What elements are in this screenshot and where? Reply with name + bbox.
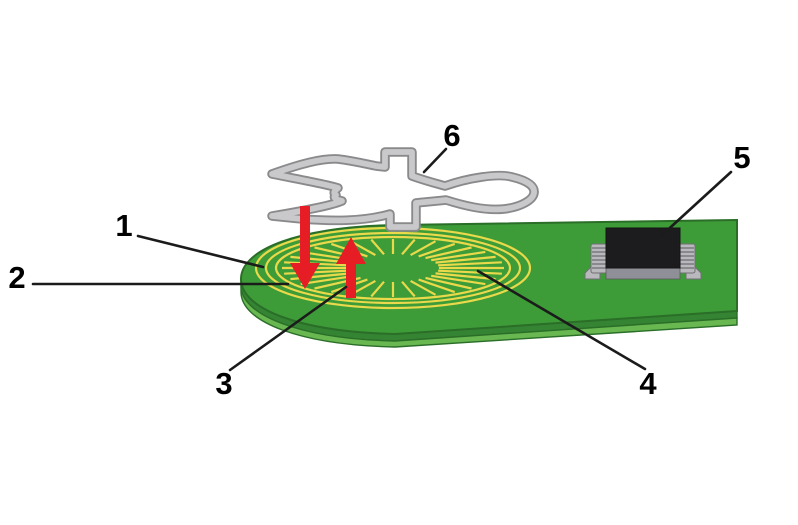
chip-body <box>605 227 681 269</box>
callout-label-3: 3 <box>215 366 232 401</box>
leader-line-6 <box>422 147 448 174</box>
leader-line-1 <box>136 234 265 269</box>
pcb-side-lower-band <box>240 285 738 348</box>
metal-clip-target <box>267 147 539 232</box>
leader-line-5 <box>659 170 733 238</box>
callout-label-1: 1 <box>115 208 132 243</box>
callout-label-4: 4 <box>639 366 657 401</box>
callout-labels: 1 2 3 4 5 6 <box>8 118 750 401</box>
callout-label-5: 5 <box>733 140 750 175</box>
coil-ring-inner <box>274 235 512 301</box>
callout-label-6: 6 <box>443 118 460 153</box>
leader-lines <box>31 147 733 372</box>
red-arrow-down <box>290 206 320 289</box>
chip-lead-left-ribs <box>592 247 610 269</box>
metal-clip-fill <box>269 149 537 230</box>
leader-line-4 <box>476 269 647 371</box>
chip-lead-right-ribs <box>676 247 694 269</box>
callout-label-2: 2 <box>8 260 25 295</box>
smd-chip <box>584 227 702 280</box>
red-arrow-up <box>336 237 366 298</box>
leader-line-3 <box>228 285 348 372</box>
chip-base-strip <box>605 266 681 280</box>
field-arrows <box>290 206 366 298</box>
coil-ring-middle <box>264 231 522 305</box>
